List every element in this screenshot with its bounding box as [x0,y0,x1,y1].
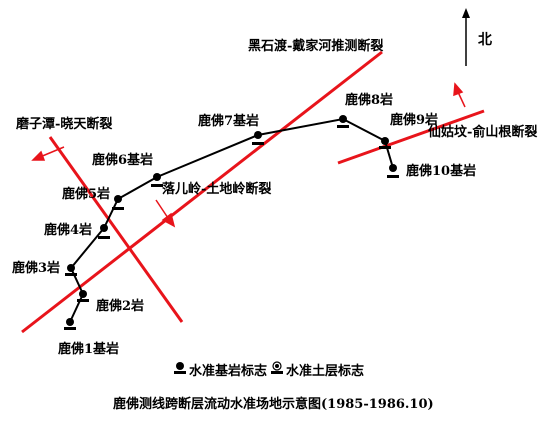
fault-label-mozitan: 磨子潭-晓天断裂 [16,116,113,132]
diagram-caption: 鹿佛测线跨断层流动水准场地示意图(1985-1986.10) [113,396,434,412]
legend-bedrock-symbol [174,362,186,374]
legend-bedrock-label: 水准基岩标志 [189,363,267,379]
marker-s2 [77,290,89,302]
north-label: 北 [478,32,492,48]
marker-s5 [112,195,124,210]
fault-label-heishidu: 黑石渡-戴家河推测断裂 [248,38,384,54]
station-label-s2: 鹿佛2岩 [96,298,144,314]
marker-s10 [387,164,399,178]
station-label-s10: 鹿佛10基岩 [406,163,476,179]
station-label-s6: 鹿佛6基岩 [92,152,153,168]
station-markers [64,115,399,330]
fault-arrow-luoerling [155,199,176,228]
fault-arrows [31,82,466,228]
station-label-s9: 鹿佛9岩 [390,112,438,128]
station-label-s5: 鹿佛5岩 [62,186,110,202]
marker-s3 [65,264,77,276]
fault-line-mozitan [48,136,184,323]
station-label-s7: 鹿佛7基岩 [198,113,259,129]
leveling-route [69,117,394,323]
marker-s7 [252,131,264,145]
station-label-s3: 鹿佛3岩 [12,260,60,276]
station-label-s8: 鹿佛8岩 [345,92,393,108]
fault-arrow-xianguxu [453,82,466,108]
legend-soil-symbol [271,361,283,374]
legend-soil-label: 水准土层标志 [286,363,364,379]
station-label-s1: 鹿佛1基岩 [58,341,119,357]
marker-s8 [337,115,349,128]
station-label-s4: 鹿佛4岩 [44,222,92,238]
north-arrow [462,8,470,66]
marker-s1 [64,318,76,330]
marker-s6 [151,173,163,187]
fault-line-heishidu [21,50,383,334]
marker-s4 [98,224,110,239]
marker-s9 [379,137,391,149]
fault-lines [21,50,485,334]
fault-label-luoerling: 落儿岭-土地岭断裂 [162,181,272,197]
fault-arrow-mozitan [31,146,65,161]
fault-line-xianguxu [337,109,485,165]
legend: 水准基岩标志 水准土层标志 [174,361,364,379]
fault-label-xianguxu: 仙姑坟-俞山根断裂 [428,124,538,140]
